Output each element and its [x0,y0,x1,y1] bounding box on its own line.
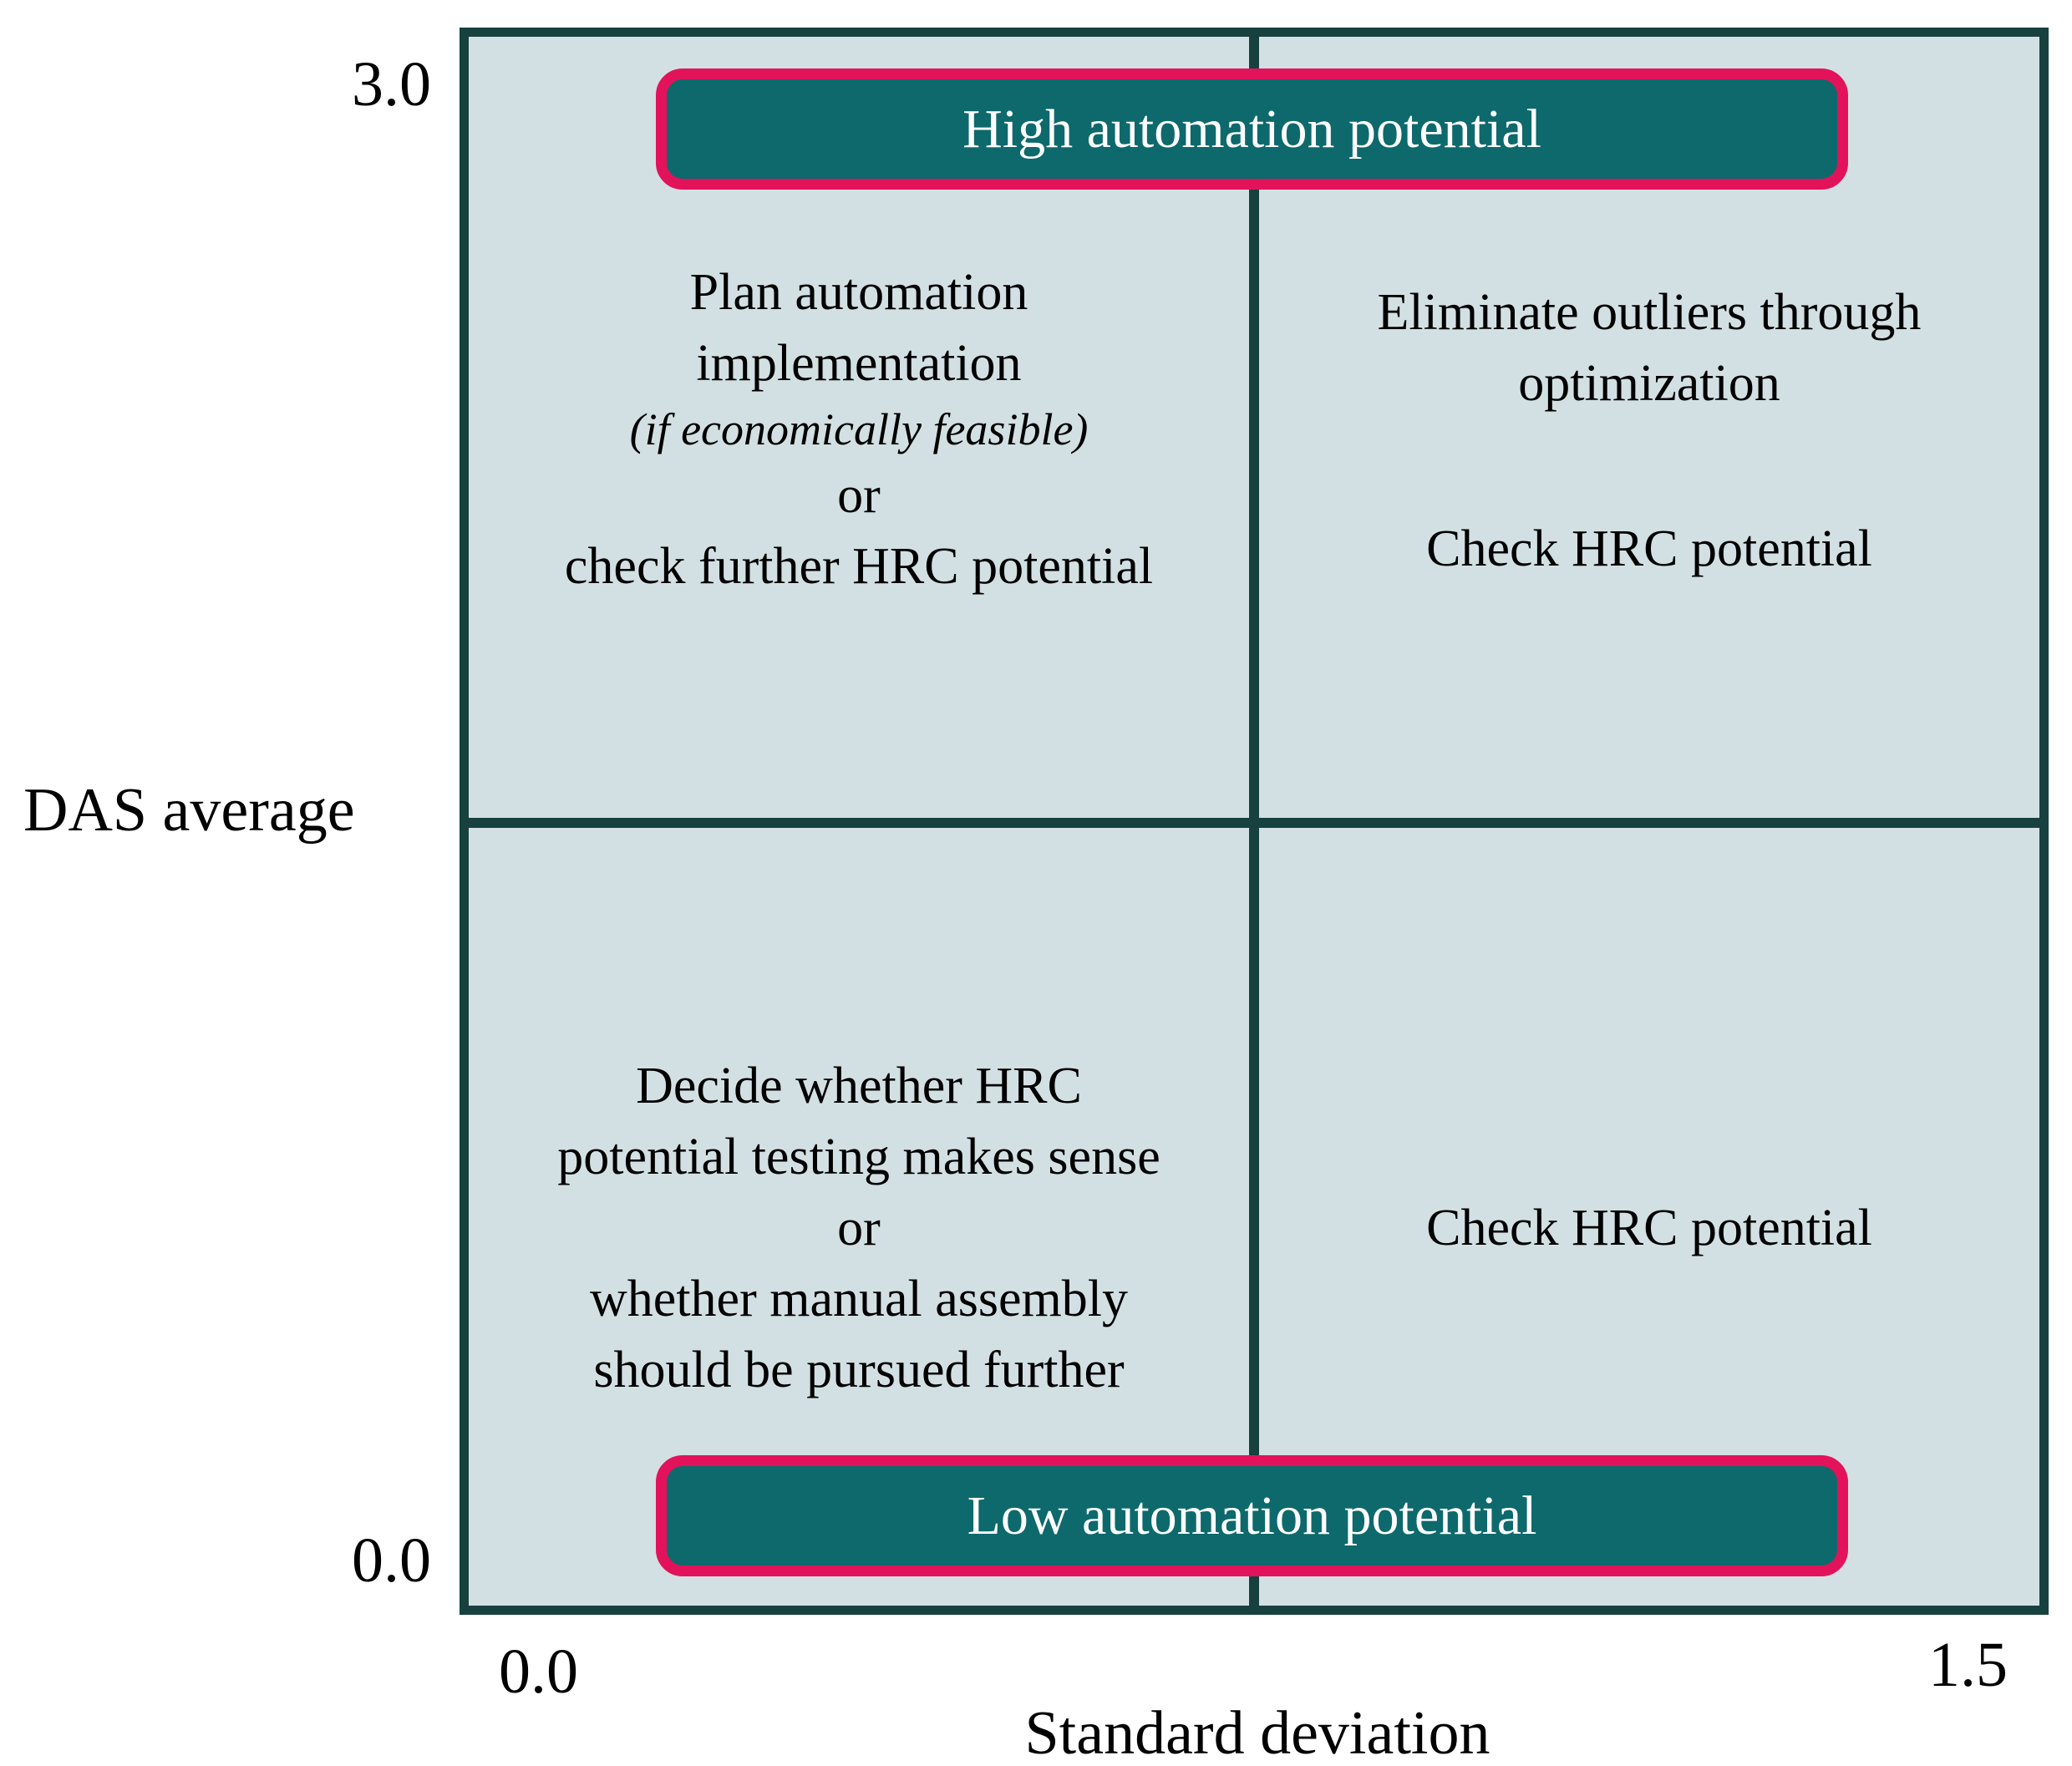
text-line: optimization [1518,354,1780,412]
text-line: implementation [696,334,1022,392]
text-line: Decide whether HRC [636,1058,1082,1114]
banner-label: Low automation potential [967,1484,1537,1546]
text-line: potential testing makes sense [557,1128,1160,1185]
low-automation-potential-banner: Low automation potential [656,1455,1848,1576]
high-automation-potential-banner: High automation potential [656,69,1848,190]
text-line: or [837,1199,881,1256]
x-axis-max-tick: 1.5 [1928,1630,2008,1700]
horizontal-divider-line [469,818,2039,828]
text-line: Plan automation [689,264,1028,321]
text-line: Eliminate outliers through [1377,284,1922,341]
quadrant-bottom-right-text: Check HRC potential [1259,1193,2039,1264]
y-axis-max-tick: 3.0 [352,49,431,119]
text-line: Check HRC potential [1426,1200,1872,1256]
text-line: should be pursued further [593,1341,1125,1398]
x-axis-min-tick: 0.0 [499,1637,578,1707]
text-line: Check HRC potential [1426,520,1872,577]
quadrant-top-right-text: Eliminate outliers through optimization … [1259,277,2039,585]
text-line-italic-note: (if economically feasible) [629,403,1089,454]
quadrant-plot-area [460,28,2049,1615]
text-line: whether manual assembly [590,1270,1128,1327]
y-axis-min-tick: 0.0 [352,1525,431,1596]
quadrant-bottom-left-text: Decide whether HRC potential testing mak… [469,1051,1249,1406]
y-axis-label: DAS average [23,776,355,845]
text-line: check further HRC potential [564,537,1154,595]
quadrant-top-left-text: Plan automation implementation (if econo… [469,257,1249,602]
banner-label: High automation potential [962,98,1541,160]
x-axis-label: Standard deviation [1024,1699,1491,1766]
text-line: or [837,466,881,524]
